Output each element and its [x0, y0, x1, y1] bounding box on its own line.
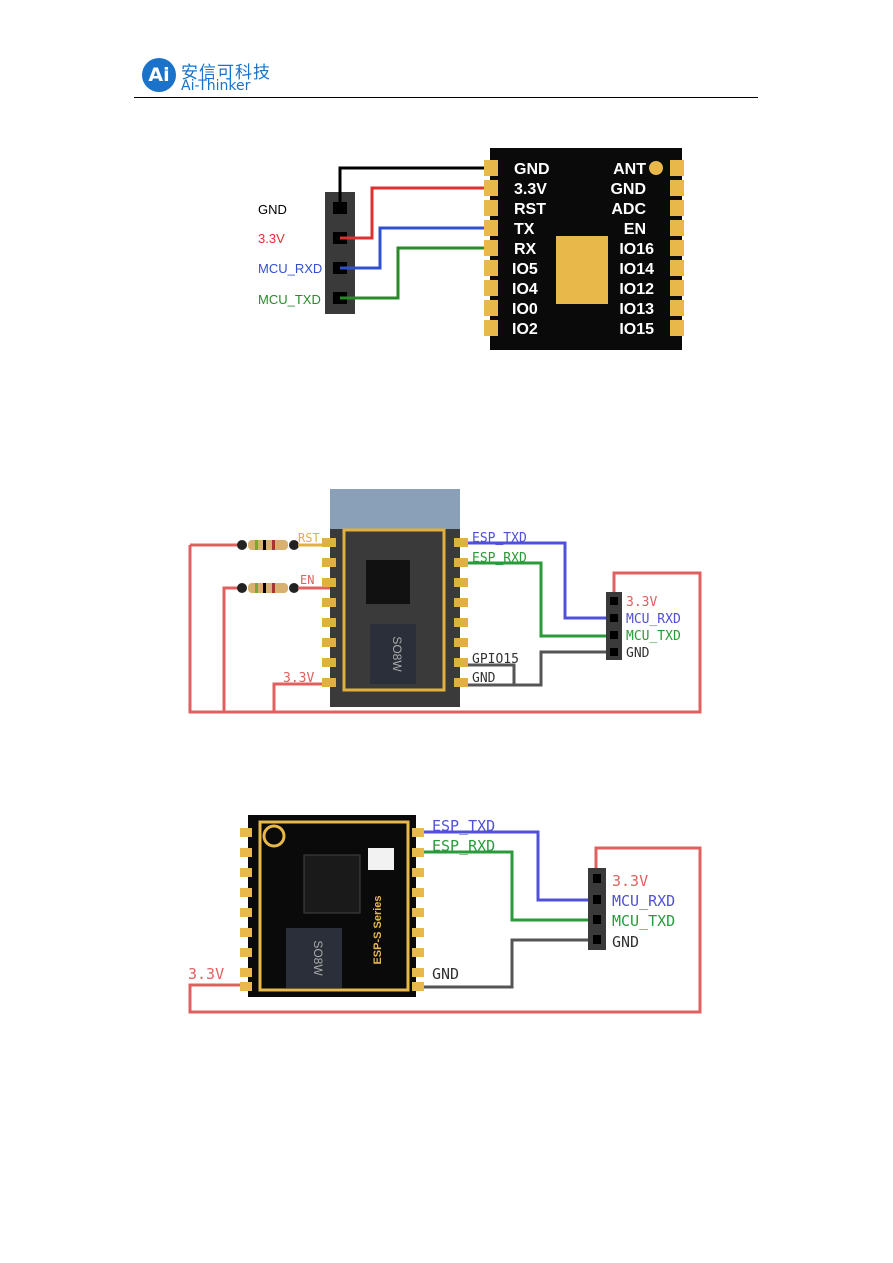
company-name-en: Ai-Thinker — [181, 78, 251, 94]
label-mcu-txd: MCU_TXD — [258, 292, 321, 307]
label-gnd: GND — [432, 965, 459, 983]
pin-label: RST — [514, 201, 546, 218]
wire-txd — [340, 246, 492, 300]
chip-marking: SO8W — [390, 636, 404, 672]
wire-gnd — [424, 938, 596, 989]
flash-chip — [286, 928, 342, 988]
label-gnd: GND — [472, 671, 496, 686]
label-esp-rxd: ESP_RXD — [472, 551, 527, 566]
antenna-pad — [649, 161, 663, 175]
label-gnd: GND — [258, 202, 287, 217]
label-gnd: GND — [612, 933, 639, 951]
pin-header-4 — [606, 592, 622, 660]
label-mcu-txd: MCU_TXD — [626, 629, 681, 644]
label-3v3: 3.3V — [188, 965, 224, 983]
pin-label: IO4 — [512, 281, 538, 298]
label-esp-txd: ESP_TXD — [472, 531, 527, 546]
label-esp-txd: ESP_TXD — [432, 817, 495, 835]
wire-gnd — [468, 650, 614, 687]
pin-label: 3.3V — [514, 181, 547, 198]
mcu-chip — [366, 560, 410, 604]
pin-label: IO15 — [619, 321, 654, 338]
label-3v3: 3.3V — [258, 231, 285, 246]
pin-label: IO16 — [619, 241, 654, 258]
pin-label: IO12 — [619, 281, 654, 298]
wire-esp-txd — [424, 830, 596, 902]
pin-label: IO14 — [619, 261, 654, 278]
resistor-en — [237, 583, 299, 593]
chip-marking: SO8W — [311, 940, 325, 976]
pin-label: IO5 — [512, 261, 538, 278]
wire-esp-rxd — [468, 561, 614, 638]
module-ground-pad — [556, 236, 608, 304]
company-name-cn: 安信可科技 — [181, 63, 271, 83]
header-divider — [134, 97, 758, 98]
label-mcu-txd: MCU_TXD — [612, 912, 675, 930]
pin-label: ANT — [613, 161, 646, 178]
wire-3v3-loop — [188, 545, 702, 714]
label-3v3: 3.3V — [626, 595, 657, 610]
mcu-chip — [303, 854, 361, 914]
label-gnd: GND — [626, 646, 650, 661]
pin-label: IO13 — [619, 301, 654, 318]
pin-label: GND — [514, 161, 550, 178]
label-3v3: 3.3V — [283, 671, 314, 686]
pin-label: IO2 — [512, 321, 538, 338]
wire-3v3-loop — [188, 846, 702, 1014]
pin-label: RX — [514, 241, 537, 258]
crystal — [368, 848, 394, 870]
label-mcu-rxd: MCU_RXD — [626, 612, 681, 627]
pin-label: GND — [610, 181, 646, 198]
wire-esp-txd — [468, 541, 614, 620]
label-3v3: 3.3V — [612, 872, 648, 890]
ai-thinker-logo: Ai — [142, 58, 176, 92]
pin-label: TX — [514, 221, 535, 238]
label-esp-rxd: ESP_RXD — [432, 837, 495, 855]
module-series-label: ESP-S Series — [372, 895, 384, 964]
page-header: Ai 安信可科技 Ai-Thinker — [0, 0, 893, 100]
label-rst: RST — [298, 531, 320, 545]
label-mcu-rxd: MCU_RXD — [612, 892, 675, 910]
wire-3v3 — [340, 186, 492, 240]
pin-label: IO0 — [512, 301, 538, 318]
wire-esp-rxd — [424, 850, 596, 922]
resistor-rst — [237, 540, 299, 550]
antenna-connector — [262, 824, 286, 848]
pin-header-4 — [588, 868, 606, 950]
label-gpio15: GPIO15 — [472, 652, 519, 667]
label-mcu-rxd: MCU_RXD — [258, 261, 322, 276]
wire-rxd — [340, 226, 492, 270]
wire-gnd — [338, 166, 492, 208]
label-en: EN — [300, 573, 314, 587]
pin-label: EN — [624, 221, 646, 238]
pin-label: ADC — [611, 201, 646, 218]
flash-chip — [370, 624, 416, 684]
